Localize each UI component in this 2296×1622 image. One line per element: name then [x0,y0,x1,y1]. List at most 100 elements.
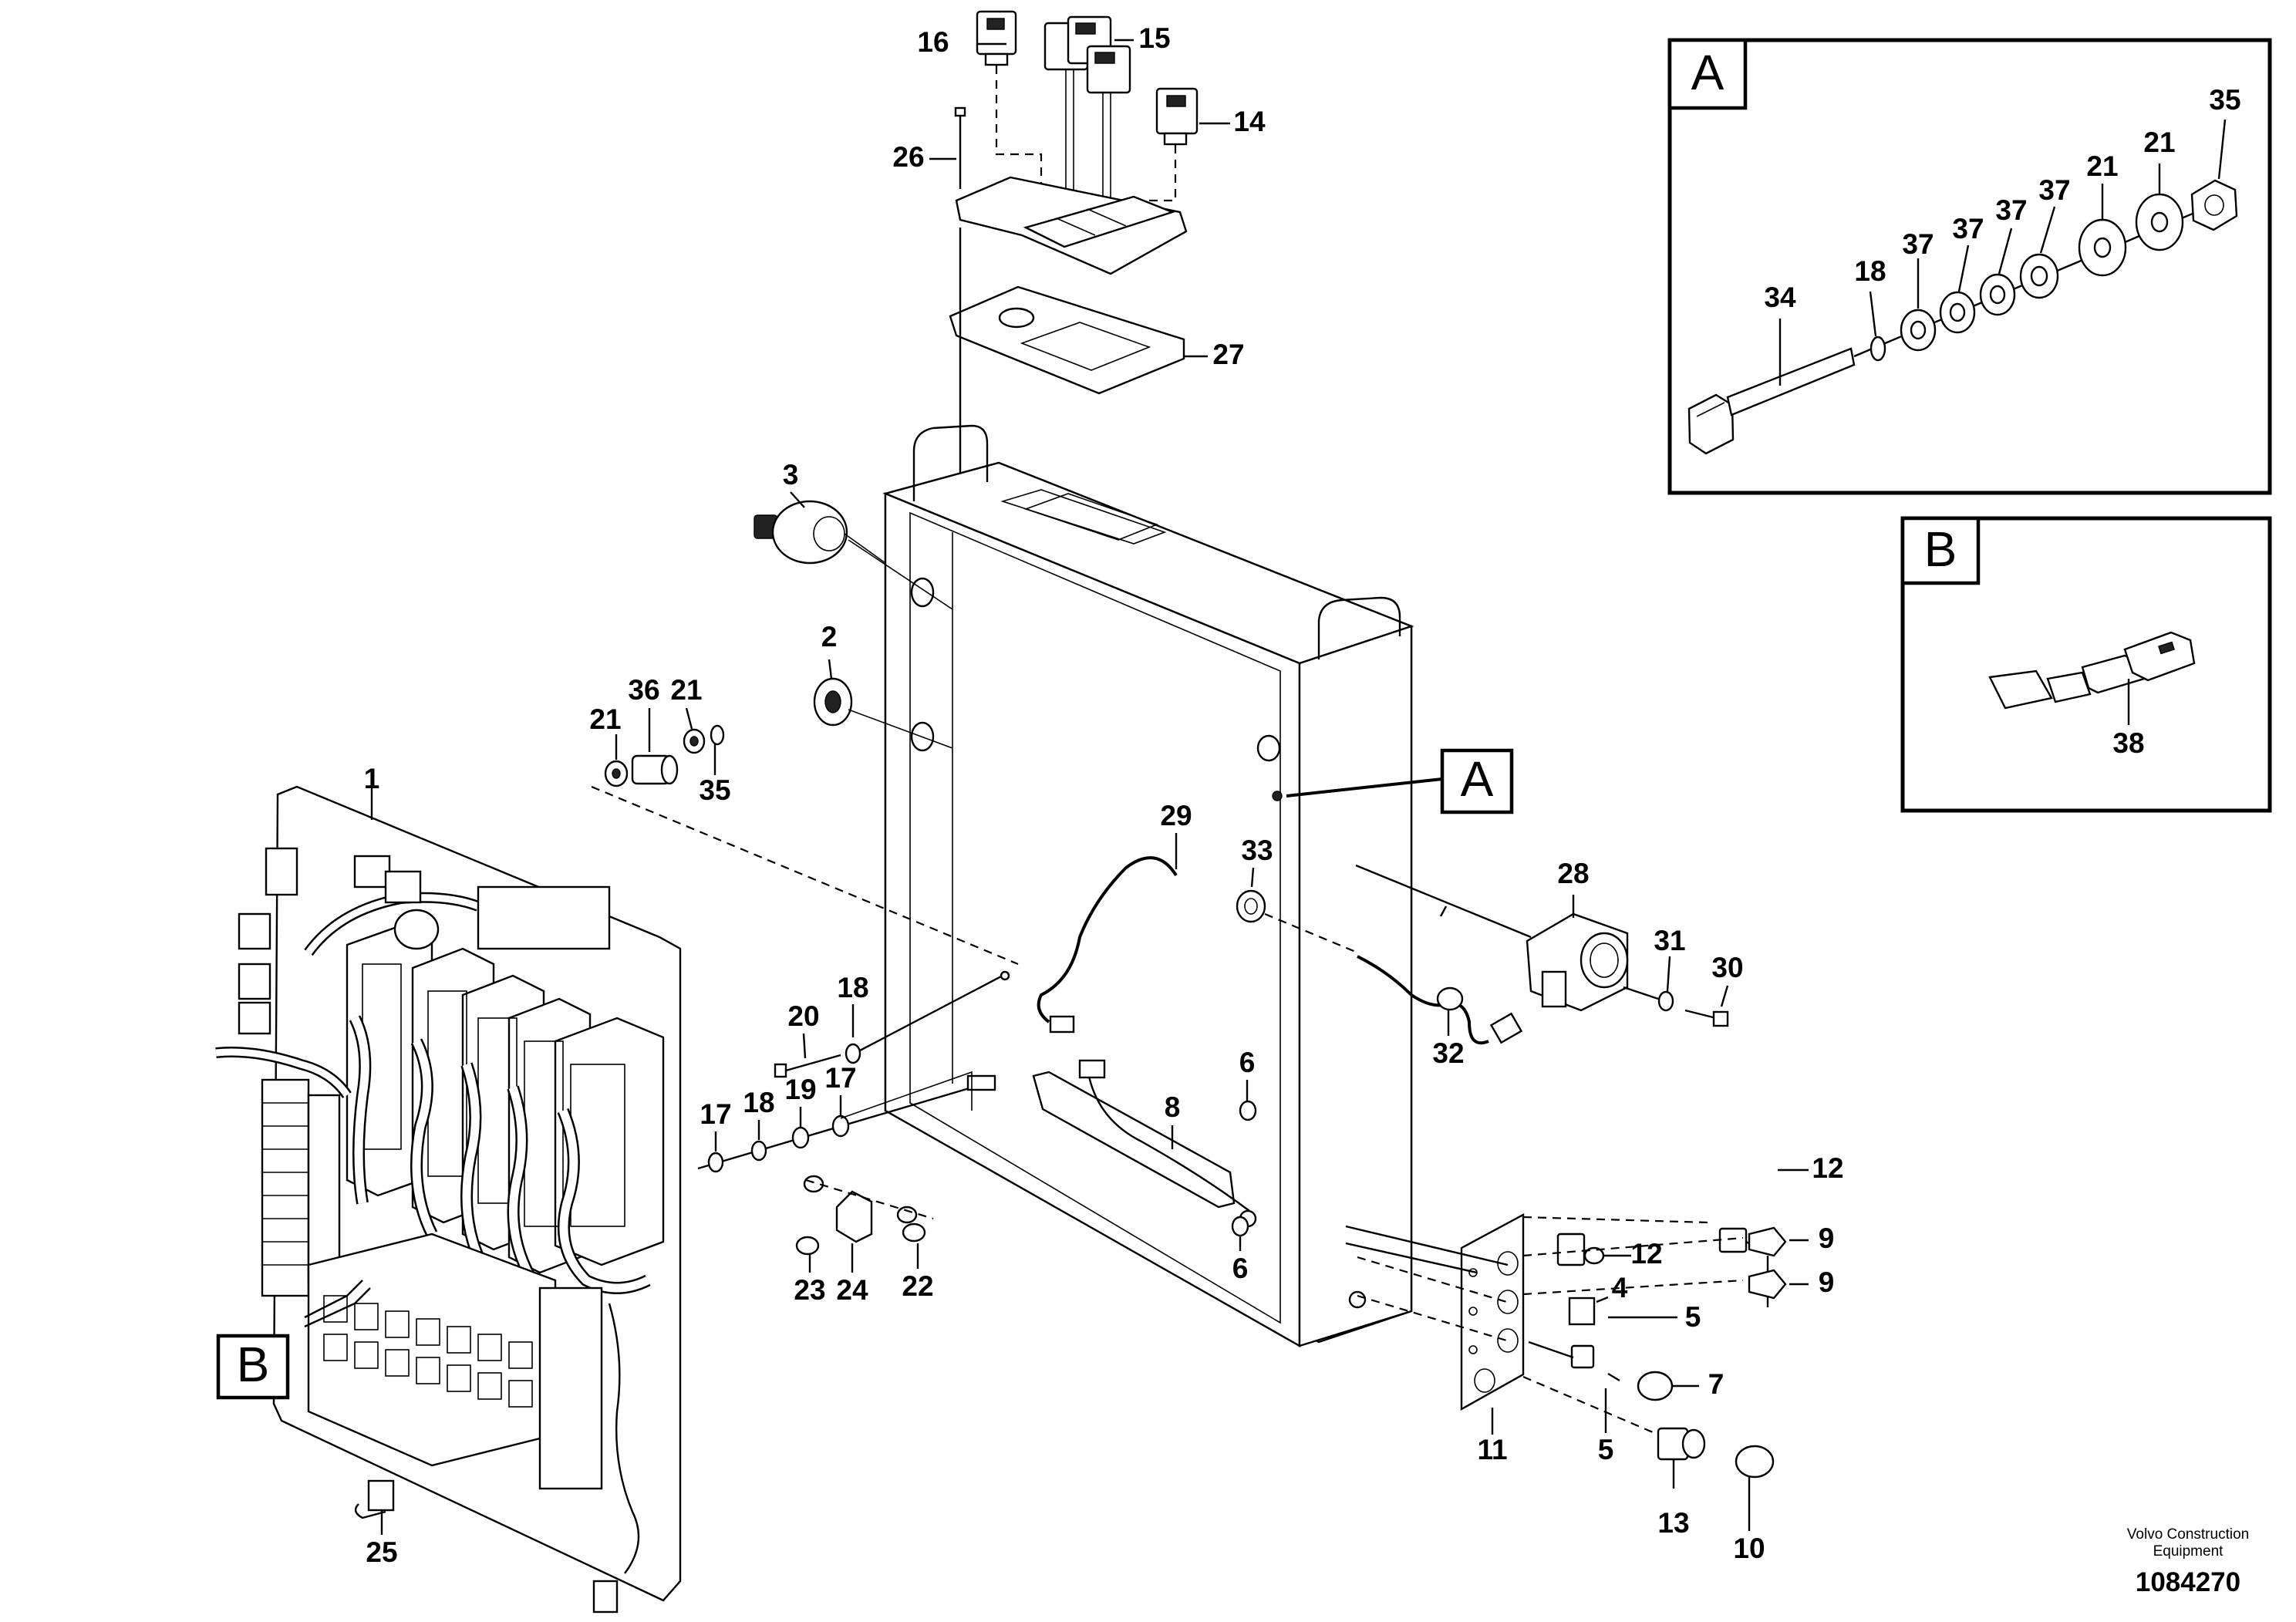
footer: Volvo Construction Equipment 1084270 [2127,1526,2249,1597]
switch-3 [754,500,886,565]
grommet-33 [1236,889,1266,923]
part-number-21: 21 [589,703,621,735]
washer-row [697,1074,996,1173]
part-number-11: 11 [1477,1434,1507,1465]
rocker-switches-15 [1043,15,1131,231]
terminal-strip [261,1078,341,1297]
part-number-2: 2 [821,621,838,653]
callout-b-pointer [304,1280,363,1319]
switch-14-guide [1134,145,1177,202]
fuse-relay-block [307,1233,640,1614]
part-number-36: 36 [628,674,659,706]
part-number-35: 35 [699,774,730,806]
part-number-37: 37 [2038,174,2070,206]
spacer-group-guide [591,785,1019,966]
gasket-27 [949,285,1185,395]
pushbutton-7 [1570,1344,1674,1401]
detail-panel-b-tag-box [1900,516,1981,585]
washer-stack-drawing [1870,179,2238,362]
part-number-26: 26 [892,141,924,173]
part-number-labels: 16 15 14 26 27 3 2 36 21 21 35 1 29 33 2… [364,22,1844,1568]
alarm-mount-line [1355,864,1532,939]
part-number-17: 17 [824,1062,856,1094]
cabinet-handle-side [1317,596,1401,659]
part-number-25: 25 [366,1536,397,1568]
part-number-12: 12 [1812,1152,1843,1184]
part-number-21: 21 [2143,126,2175,158]
part-number-27: 27 [1212,339,1244,370]
part-number-23: 23 [794,1274,825,1306]
part-number-4: 4 [1612,1272,1628,1303]
knob-9-lower [1748,1269,1787,1300]
detail-panel-a: A 34 [1667,38,2272,495]
detail-panel-a-tag: A [1691,45,1725,100]
part-number-12: 12 [1630,1238,1662,1270]
part-number-16: 16 [917,26,949,58]
part-number-18: 18 [837,972,868,1003]
part-number-19: 19 [784,1074,816,1105]
part-number-29: 29 [1160,800,1192,831]
part-number-37: 37 [1902,228,1934,260]
part-number-6: 6 [1239,1047,1256,1078]
rocker-switch-16 [976,10,1017,66]
part-number-37: 37 [1952,213,1984,244]
leader-2 [828,659,833,679]
part-number-8: 8 [1165,1091,1181,1123]
callout-a-tag: A [1461,751,1494,807]
part-number-32: 32 [1432,1037,1464,1069]
detail-a-leaders [1778,119,2227,386]
brand-line-1: Volvo Construction [2127,1526,2249,1543]
part-number-20: 20 [787,1000,819,1032]
detail-panel-a-frame [1667,38,2272,495]
cabinet-plug [1256,734,1281,762]
part-number-3: 3 [783,459,799,491]
switch-plate-cutouts [1023,195,1175,248]
bracket-group-24 [795,1175,934,1256]
switch-16-guide [995,66,1043,197]
part-number-33: 33 [1241,835,1273,866]
spacer-group [604,724,725,787]
toggle-switch-12-lower [1556,1233,1605,1266]
part-number-30: 30 [1711,952,1743,983]
part-number-6: 6 [1232,1253,1249,1284]
callout-b: B [216,1334,290,1400]
washer-row-bracket [840,1071,973,1119]
part-number-21: 21 [670,674,702,706]
part-number-17: 17 [700,1098,731,1130]
detail-panel-a-tag-box [1667,38,1748,110]
detail-panel-b: B 38 [1900,516,2272,813]
screw-30 [1684,1009,1729,1027]
part-number-24: 24 [836,1274,868,1306]
crimp-terminal-38-drawing [1988,631,2196,710]
part-number-37: 37 [1995,194,2027,226]
electrical-cabinet [882,424,1414,1348]
alarm-28 [1526,912,1629,1012]
part-number-14: 14 [1233,106,1266,137]
part-number-35: 35 [2209,84,2240,116]
knob-9-upper [1748,1226,1787,1257]
part-number-15: 15 [1138,22,1170,54]
mounting-plate-11 [1460,1212,1525,1411]
bolt-group-20 [774,970,1010,1078]
left-side-parts [591,491,1019,1273]
connector-cluster [238,847,611,1035]
part-number-31: 31 [1654,925,1685,956]
electrical-plate-1 [215,774,682,1614]
switch-plate-assembly [949,10,1199,501]
switch-2 [813,677,853,727]
part-number-5: 5 [1598,1434,1614,1465]
switch-13 [1657,1427,1706,1461]
detail-panel-b-tag: B [1924,521,1957,577]
part-number-9: 9 [1819,1222,1835,1254]
cable-channel-8 [1032,1071,1236,1209]
part-number-13: 13 [1657,1507,1689,1539]
part-number-34: 34 [1764,282,1796,313]
connector-25 [354,1479,395,1519]
part-number-7: 7 [1708,1368,1725,1400]
callout-b-tag: B [237,1337,270,1392]
part-number-18: 18 [743,1087,774,1118]
block-4 [1568,1297,1596,1326]
harness-8-cable [1086,1067,1250,1212]
part-number-18: 18 [1854,255,1886,287]
